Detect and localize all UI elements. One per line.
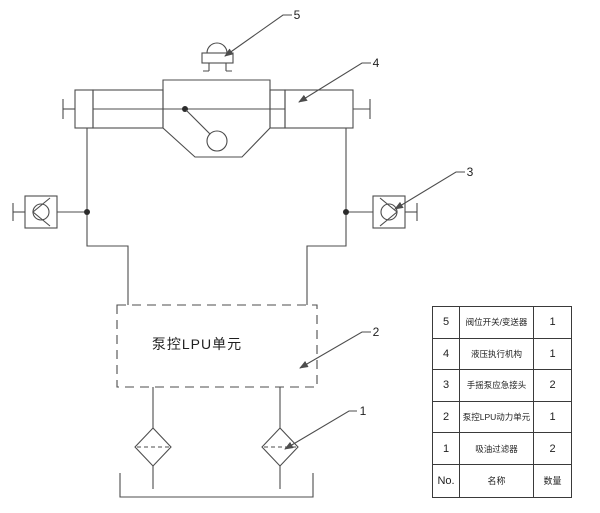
table-header-qty: 数量 [543, 476, 562, 487]
table-cell-no: 2 [433, 401, 460, 434]
table-cell-qty: 2 [534, 433, 571, 465]
table-cell-qty: 1 [534, 402, 571, 434]
filter-left-icon [134, 427, 172, 467]
callout-leaders [224, 14, 465, 450]
lpu-unit-box [116, 304, 318, 388]
callout-1: 1 [360, 404, 367, 418]
filter-right-icon [261, 427, 299, 467]
hydraulic-cylinder-icon [62, 79, 371, 158]
table-cell-qty: 2 [534, 370, 571, 402]
lpu-box-label: 泵控LPU单元 [152, 336, 242, 352]
position-transmitter-icon [201, 42, 234, 72]
table-cell-qty: 1 [534, 339, 571, 371]
check-valve-right-icon [349, 195, 418, 229]
callout-3: 3 [467, 165, 474, 179]
leader-3 [394, 171, 465, 210]
table-cell-name: 泵控LPU动力单元 [460, 401, 534, 434]
leader-2 [299, 331, 371, 369]
table-cell-no: 5 [433, 307, 460, 339]
table-cell-no: 3 [433, 370, 460, 402]
leader-4 [298, 62, 371, 103]
table-cell-name: 阀位开关/变送器 [460, 307, 534, 339]
table-cell-no: 1 [433, 433, 460, 465]
tank-icon [119, 473, 314, 498]
piping [84, 128, 349, 305]
table-header-no: No. [433, 464, 460, 497]
leader-1 [284, 410, 357, 450]
callout-4: 4 [373, 56, 380, 70]
parts-table: 5 阀位开关/变送器 1 4 液压执行机构 1 3 手摇泵应急接头 2 2 泵控… [432, 306, 572, 498]
table-cell-name: 液压执行机构 [460, 338, 534, 371]
leader-5 [224, 14, 292, 57]
table-header-name: 名称 [460, 464, 534, 497]
table-cell-no: 4 [433, 338, 460, 371]
suction-lines [152, 387, 281, 489]
junction-dot-left [84, 209, 90, 215]
table-cell-name: 手摇泵应急接头 [460, 370, 534, 402]
callout-5: 5 [294, 8, 301, 22]
table-cell-qty: 1 [534, 307, 571, 339]
junction-dot-right [343, 209, 349, 215]
callout-2: 2 [373, 325, 380, 339]
table-cell-name: 吸油过滤器 [460, 433, 534, 465]
check-valve-left-icon [12, 195, 84, 229]
